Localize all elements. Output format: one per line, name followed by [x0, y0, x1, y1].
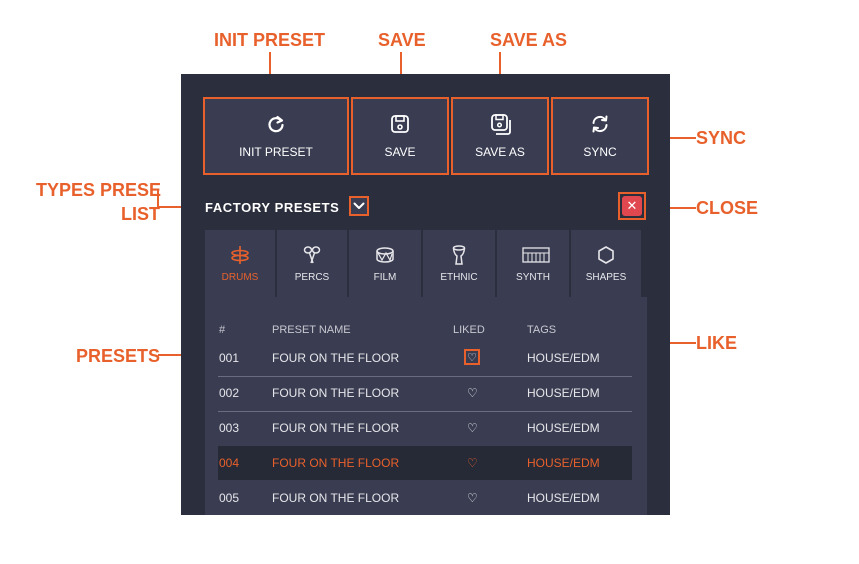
preset-row-004-selected[interactable]: 004 FOUR ON THE FLOOR ♡ HOUSE/EDM — [218, 446, 632, 480]
tab-ethnic-label: ETHNIC — [440, 272, 478, 283]
like-heart-icon[interactable]: ♡ — [467, 421, 478, 435]
save-as-label: SAVE AS — [475, 145, 525, 159]
preset-tags: HOUSE/EDM — [527, 351, 600, 365]
category-tabs: DRUMS PERCS FILM ETHNIC SYNTH — [205, 230, 647, 297]
tab-film[interactable]: FILM — [349, 230, 421, 297]
preset-name: FOUR ON THE FLOOR — [272, 421, 400, 435]
column-preset-name: PRESET NAME — [272, 324, 351, 336]
preset-row-002[interactable]: 002 FOUR ON THE FLOOR ♡ HOUSE/EDM — [218, 376, 632, 410]
init-preset-button[interactable]: INIT PRESET — [203, 97, 349, 175]
maracas-icon — [301, 244, 323, 266]
preset-row-005[interactable]: 005 FOUR ON THE FLOOR ♡ HOUSE/EDM — [218, 481, 632, 515]
sync-label: SYNC — [583, 145, 617, 159]
keyboard-icon — [522, 244, 550, 266]
save-label: SAVE — [384, 145, 416, 159]
tab-percs-label: PERCS — [294, 272, 330, 283]
column-liked: LIKED — [453, 324, 485, 336]
save-as-button[interactable]: SAVE AS — [451, 97, 549, 175]
preset-number: 001 — [219, 351, 240, 365]
callout-init-preset: INIT PRESET — [214, 30, 326, 50]
like-heart-icon[interactable]: ♡ — [467, 386, 478, 400]
preset-name: FOUR ON THE FLOOR — [272, 386, 400, 400]
tab-shapes[interactable]: SHAPES — [571, 230, 641, 297]
preset-type-dropdown[interactable] — [349, 196, 369, 216]
preset-number: 005 — [219, 491, 240, 505]
sync-icon — [589, 113, 611, 135]
djembe-icon — [448, 244, 470, 266]
tab-percs[interactable]: PERCS — [277, 230, 347, 297]
leader-sync — [649, 137, 696, 139]
like-heart-icon[interactable]: ♡ — [467, 456, 478, 470]
reset-icon — [265, 113, 287, 135]
preset-number: 004 — [219, 456, 240, 470]
tab-ethnic[interactable]: ETHNIC — [423, 230, 495, 297]
preset-number: 002 — [219, 386, 240, 400]
column-number: # — [219, 324, 226, 336]
preset-name: FOUR ON THE FLOOR — [272, 491, 400, 505]
close-button[interactable]: ✕ — [618, 192, 646, 220]
tab-synth-label: SYNTH — [516, 272, 550, 283]
close-icon: ✕ — [622, 196, 642, 216]
like-heart-icon[interactable]: ♡ — [467, 491, 478, 505]
row-divider — [218, 411, 632, 412]
like-heart-icon[interactable]: ♡ — [464, 349, 480, 365]
hexagon-icon — [595, 244, 617, 266]
save-button[interactable]: SAVE — [351, 97, 449, 175]
cymbal-icon — [229, 244, 251, 266]
tab-film-label: FILM — [373, 272, 397, 283]
preset-row-001[interactable]: 001 FOUR ON THE FLOOR ♡ HOUSE/EDM — [218, 341, 632, 375]
column-tags: TAGS — [527, 324, 557, 336]
preset-name: FOUR ON THE FLOOR — [272, 456, 400, 470]
chevron-down-icon — [353, 202, 365, 210]
callout-types-preset-list-line2: LIST — [121, 204, 160, 224]
floppy-disk-icon — [389, 113, 411, 135]
callout-save-as: SAVE AS — [490, 30, 568, 50]
leader-types — [157, 189, 159, 207]
preset-list: # PRESET NAME LIKED TAGS 001 FOUR ON THE… — [205, 297, 647, 515]
drum-icon — [374, 244, 396, 266]
preset-tags: HOUSE/EDM — [527, 421, 600, 435]
preset-browser-panel: INIT PRESET SAVE SAVE AS SYNC FACTORY PR… — [181, 74, 670, 515]
preset-type-title: FACTORY PRESETS — [205, 200, 340, 215]
callout-sync: SYNC — [696, 128, 747, 148]
preset-tags: HOUSE/EDM — [527, 491, 600, 505]
tab-drums-label: DRUMS — [221, 272, 259, 283]
callout-close: CLOSE — [696, 198, 759, 218]
preset-tags: HOUSE/EDM — [527, 456, 600, 470]
preset-tags: HOUSE/EDM — [527, 386, 600, 400]
init-preset-label: INIT PRESET — [239, 145, 313, 159]
preset-name: FOUR ON THE FLOOR — [272, 351, 400, 365]
callout-like: LIKE — [696, 333, 738, 353]
sync-button[interactable]: SYNC — [551, 97, 649, 175]
preset-number: 003 — [219, 421, 240, 435]
callout-presets: PRESETS — [76, 346, 161, 366]
tab-drums[interactable]: DRUMS — [205, 230, 275, 297]
preset-row-003[interactable]: 003 FOUR ON THE FLOOR ♡ HOUSE/EDM — [218, 411, 632, 445]
leader-close — [648, 207, 696, 209]
row-divider — [218, 376, 632, 377]
tab-synth[interactable]: SYNTH — [497, 230, 569, 297]
callout-types-preset-list-line1: TYPES PRESE — [36, 180, 162, 200]
floppy-disk-stack-icon — [489, 113, 511, 135]
tab-shapes-label: SHAPES — [585, 272, 627, 283]
callout-save: SAVE — [378, 30, 426, 50]
